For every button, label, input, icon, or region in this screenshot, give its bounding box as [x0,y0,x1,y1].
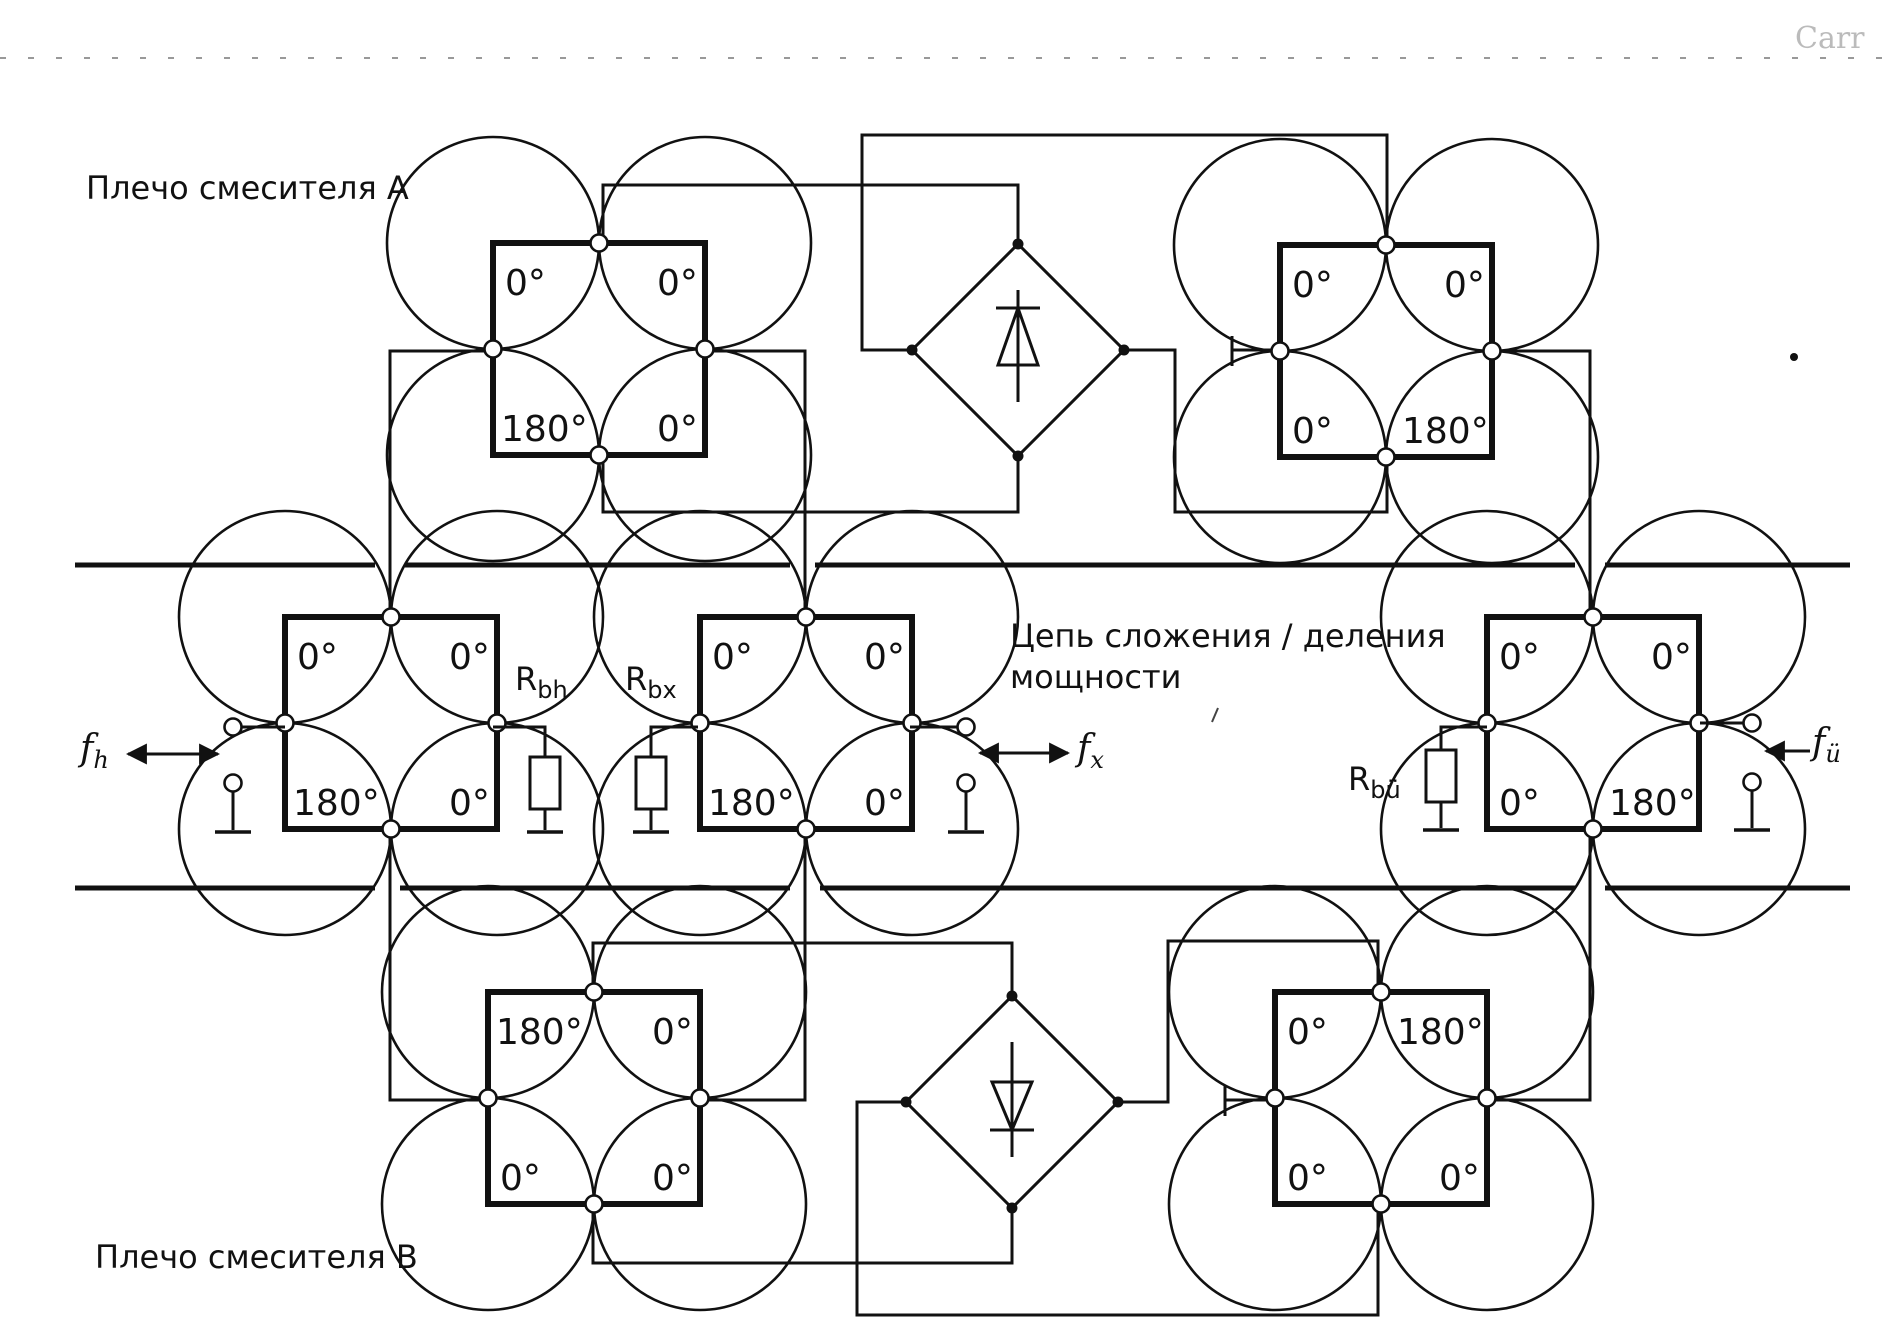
phase-label: 180° [501,409,588,450]
resistor-rbx: Rbx [625,660,698,834]
port-fx: fx [910,717,1104,834]
phase-label: 0° [1292,265,1333,306]
phase-label: 0° [449,637,490,678]
hybrid-port [483,339,503,359]
svg-text:fh: fh [77,728,109,774]
phase-label: 180° [496,1012,583,1053]
stray-dot [1790,353,1798,361]
phase-label: 0° [1287,1158,1328,1199]
phase-label: 0° [657,409,698,450]
stray-tick [1211,707,1219,723]
phase-label: 0° [1439,1158,1480,1199]
hybrid-port [1583,819,1603,839]
svg-text:fü: fü [1809,722,1841,768]
phase-label: 180° [293,783,380,824]
phase-label: 0° [1292,411,1333,452]
hybrid-port [1376,235,1396,255]
svg-text:Rbh: Rbh [515,660,568,704]
hybrid-port [1371,982,1391,1002]
phase-label: 0° [864,637,905,678]
hybrid-port [584,982,604,1002]
hybrid-port [589,445,609,465]
hybrid-combiner-center: 0° 0° 180° 0° [592,509,1020,937]
corner-mark: Carr [1795,21,1865,56]
caption-combiner-line1: Цепь сложения / деления [1010,617,1446,655]
phase-label: 180° [1397,1012,1484,1053]
phase-label: 0° [652,1158,693,1199]
resistor-rbh: Rbh [493,660,568,834]
svg-text:Rbü: Rbü [1348,760,1401,804]
mixer-diode-a [906,238,1130,462]
mixer-diode-b [900,990,1124,1214]
hybrid-port [690,1088,710,1108]
phase-label: 0° [657,263,698,304]
caption-mixer-arm-b: Плечо смесителя В [95,1238,418,1276]
hybrid-port [275,713,295,733]
phase-label: 0° [500,1158,541,1199]
hybrid-port [1371,1194,1391,1214]
phase-label: 0° [297,637,338,678]
phase-label: 0° [652,1012,693,1053]
resistor-rbu: Rbü [1348,725,1487,832]
hybrid-port [796,819,816,839]
phase-label: 0° [1499,783,1540,824]
hybrid-port [589,233,609,253]
port-fh: fh [77,717,285,834]
hybrid-arm-a-right: 0° 0° 0° 180° [1172,137,1600,565]
phase-label: 0° [712,637,753,678]
hybrid-arm-b-left: 180° 0° 0° 0° [380,884,808,1312]
phase-label: 180° [1609,783,1696,824]
phase-label: 180° [1402,411,1489,452]
hybrid-port [796,607,816,627]
hybrid-arm-a-left: 0° 0° 180° 0° [385,135,813,563]
hybrid-port [487,713,507,733]
phase-label: 0° [1499,637,1540,678]
hybrid-port [1477,1088,1497,1108]
hybrid-port [1265,1088,1285,1108]
phase-label: 0° [505,263,546,304]
hybrid-combiner-right: 0° 0° 0° 180° [1379,509,1807,937]
phase-label: 0° [449,783,490,824]
hybrid-port [381,607,401,627]
svg-text:Rbx: Rbx [625,660,677,704]
phase-label: 0° [1651,637,1692,678]
svg-text:fx: fx [1074,728,1104,774]
hybrid-port [1376,447,1396,467]
hybrid-port [690,713,710,733]
phase-label: 180° [708,783,795,824]
caption-combiner-line2: мощности [1010,658,1181,696]
phase-label: 0° [1287,1012,1328,1053]
hybrid-port [1270,341,1290,361]
hybrid-port [584,1194,604,1214]
hybrid-port [695,339,715,359]
hybrid-port [1583,607,1603,627]
hybrid-port [478,1088,498,1108]
hybrid-arm-b-right: 0° 180° 0° 0° [1167,884,1595,1312]
hybrid-port [1482,341,1502,361]
port-fu: fü [1700,713,1841,832]
caption-mixer-arm-a: Плечо смесителя А [86,169,409,207]
phase-label: 0° [864,783,905,824]
phase-label: 0° [1444,265,1485,306]
hybrid-port [381,819,401,839]
hybrid-port [1477,713,1497,733]
hybrid-port [902,713,922,733]
